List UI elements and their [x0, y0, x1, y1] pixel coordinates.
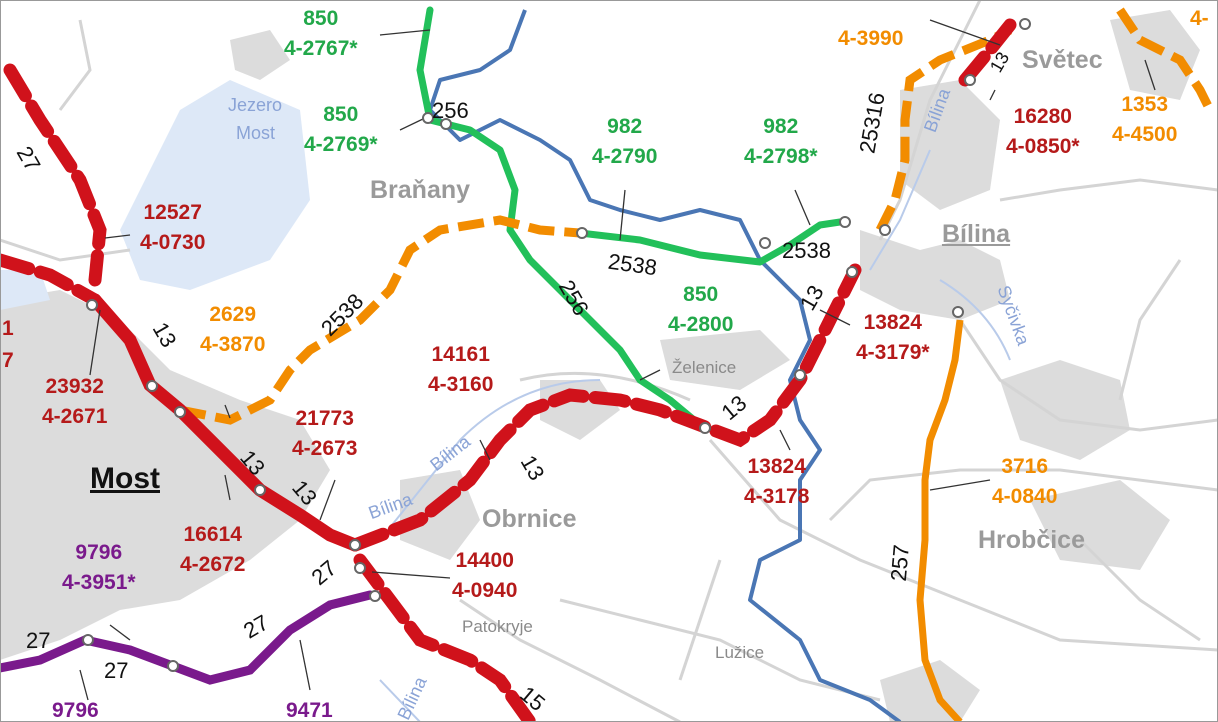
town-zelenice: Želenice	[672, 358, 737, 377]
road-27-red	[0, 18, 1017, 722]
town-branany: Braňany	[370, 176, 471, 204]
count-label: 9796	[52, 699, 99, 722]
road-257-orange	[916, 319, 964, 722]
road-13-red	[88, 293, 362, 552]
lake-most	[120, 80, 310, 290]
road-number-257: 257	[885, 543, 914, 583]
road-25316-orange	[875, 25, 1013, 233]
lake-edge	[0, 270, 50, 310]
lake-label-jezero: Jezero	[228, 95, 283, 115]
road-orange-ne	[1116, 7, 1215, 113]
district-boundary	[428, 9, 902, 722]
count-label-edge: 4-	[1190, 7, 1209, 30]
town-hrobcice: Hrobčice	[978, 526, 1085, 554]
road-number-256-a: 256	[432, 98, 469, 123]
count-label-edge: 7	[2, 349, 14, 372]
count-label-edge: 1	[2, 317, 14, 340]
label-leaders	[79, 19, 1156, 701]
road-number-27-c: 27	[26, 628, 51, 653]
town-luzice: Lužice	[715, 643, 765, 662]
urban-areas	[0, 10, 1200, 722]
count-points	[82, 18, 1031, 672]
count-label: 9471	[286, 699, 333, 722]
town-svetec: Světec	[1022, 46, 1103, 74]
count-label: 4-3990	[838, 27, 904, 50]
road-number-27-d: 27	[104, 658, 129, 683]
town-obrnice: Obrnice	[482, 505, 577, 533]
town-bilina: Bílina	[942, 220, 1011, 248]
road-number-2538-c: 2538	[782, 238, 831, 263]
town-patokryje: Patokryje	[462, 617, 533, 636]
road-27-purple	[0, 590, 375, 685]
town-most: Most	[90, 462, 160, 495]
road-2538-orange	[179, 215, 581, 425]
rivers	[379, 149, 1011, 722]
lake-label-most: Most	[236, 123, 276, 143]
